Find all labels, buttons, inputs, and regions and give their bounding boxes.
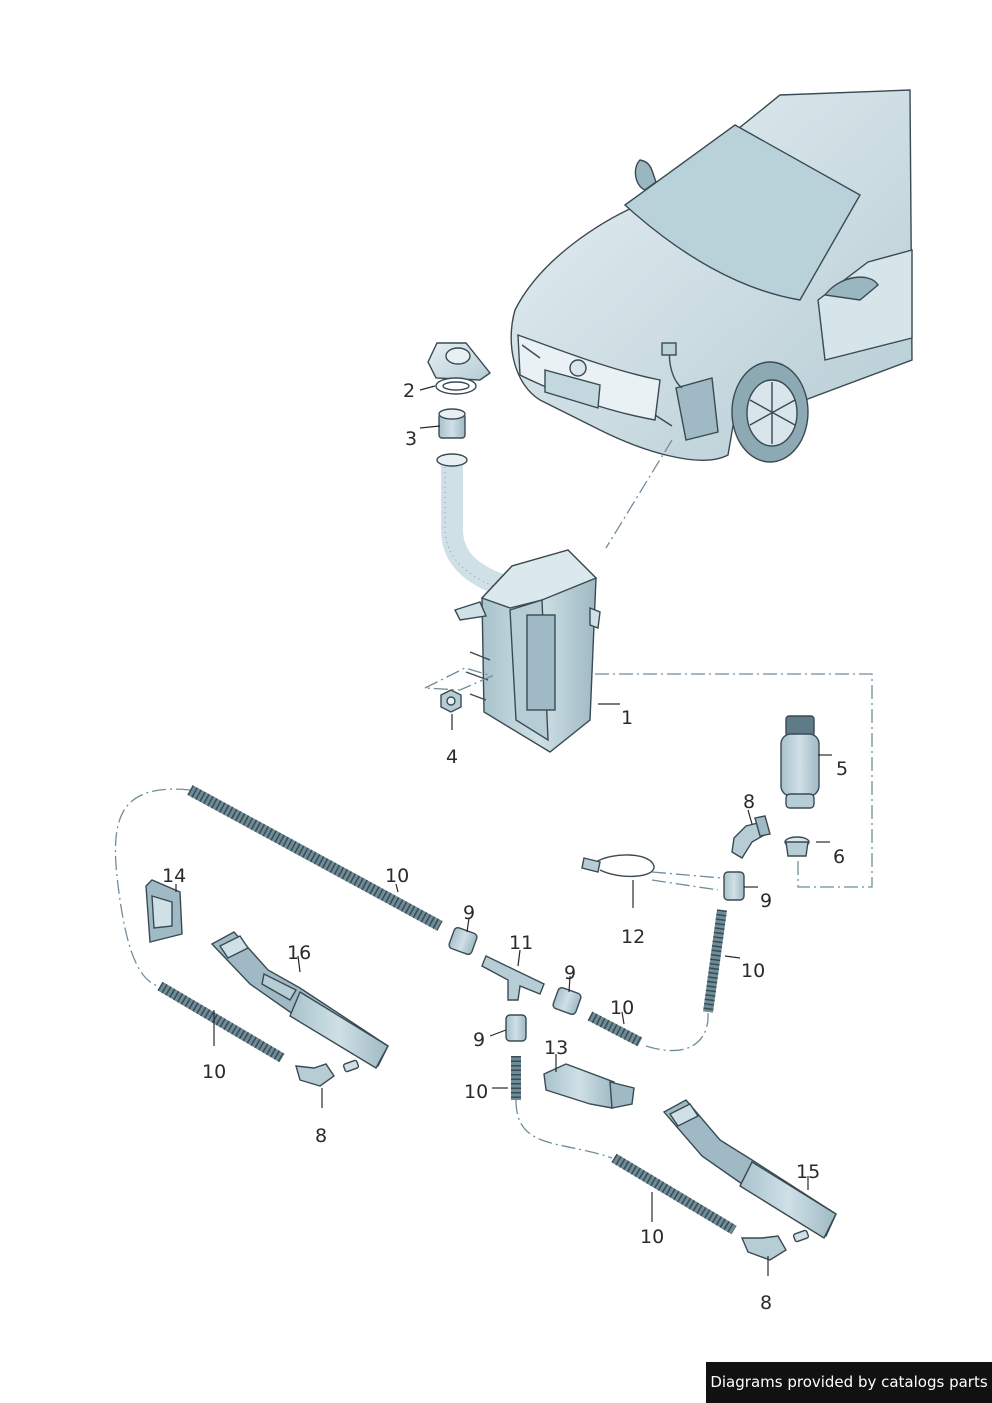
callout-5: 5 — [836, 758, 848, 780]
callout-10-mid: 10 — [610, 997, 634, 1019]
part-11-t-connector — [481, 955, 545, 1001]
hose-routing-right — [645, 1011, 709, 1052]
part-10-hose-left — [157, 981, 285, 1063]
part-9-sleeve-mid — [552, 986, 582, 1016]
callout-10-long: 10 — [385, 865, 409, 887]
callout-2: 2 — [403, 380, 415, 402]
car-illustration — [510, 89, 913, 463]
nozzle-outlet-right — [792, 1229, 810, 1243]
part-13-control-unit — [543, 1063, 635, 1109]
callout-12: 12 — [621, 926, 645, 948]
attribution-banner: Diagrams provided by catalogs parts — [706, 1362, 992, 1403]
part-1-reservoir — [454, 549, 601, 753]
part-3-strainer — [438, 408, 466, 439]
attribution-text: Diagrams provided by catalogs parts — [710, 1373, 988, 1391]
part-8-elbow-top — [731, 815, 771, 859]
callout-8-top: 8 — [743, 791, 755, 813]
nozzle-outlet-left — [342, 1059, 360, 1073]
callout-9-top: 9 — [463, 902, 475, 924]
callout-10-bottom: 10 — [640, 1226, 664, 1248]
part-8-connector-bottom — [740, 1235, 787, 1261]
filler-neck-hose — [436, 453, 514, 599]
part-9-sleeve-right — [723, 871, 745, 901]
part-15-nozzle-right — [662, 1099, 837, 1239]
part-8-connector-left — [295, 1063, 335, 1087]
callout-10-right: 10 — [741, 960, 765, 982]
callout-10-left: 10 — [202, 1061, 226, 1083]
pump-to-tank-leader — [595, 673, 873, 888]
hose-routing-left — [114, 788, 191, 987]
part-10-hose-long — [187, 785, 443, 931]
part-9-sleeve-top — [448, 926, 478, 956]
part-10-hose-mid — [587, 1011, 643, 1047]
callout-8-bottom: 8 — [760, 1292, 772, 1314]
callout-4: 4 — [446, 746, 458, 768]
part-10-hose-right — [703, 909, 727, 1013]
clamp-leader — [651, 871, 723, 891]
part-16-nozzle-left — [210, 931, 389, 1069]
callout-11: 11 — [509, 932, 533, 954]
part-14-bracket — [145, 879, 183, 943]
leader-lines — [175, 385, 832, 1276]
hose-routing-bottom — [515, 1099, 613, 1159]
part-4-nut — [440, 689, 462, 713]
callout-labels: 1 2 3 4 5 6 8 9 12 10 9 11 9 10 10 9 13 … — [162, 380, 848, 1314]
car-to-tank-leader — [605, 439, 673, 549]
callout-9-right: 9 — [760, 890, 772, 912]
callout-9-bottom: 9 — [473, 1029, 485, 1051]
nut-mount-leader — [422, 667, 494, 691]
part-9-sleeve-bottom — [505, 1014, 527, 1042]
callout-8-left: 8 — [315, 1125, 327, 1147]
part-5-pump — [780, 715, 820, 809]
part-10-hose-bottom — [611, 1153, 737, 1235]
part-6-grommet — [784, 836, 810, 857]
callout-14: 14 — [162, 865, 186, 887]
callout-15: 15 — [796, 1161, 820, 1183]
callout-3: 3 — [405, 428, 417, 450]
callout-16: 16 — [287, 942, 311, 964]
callout-1: 1 — [621, 707, 633, 729]
callout-9-mid: 9 — [564, 962, 576, 984]
callout-6: 6 — [833, 846, 845, 868]
callout-10-down: 10 — [464, 1081, 488, 1103]
part-2-cap — [427, 342, 492, 395]
callout-13: 13 — [544, 1037, 568, 1059]
part-12-clamp — [581, 854, 655, 878]
